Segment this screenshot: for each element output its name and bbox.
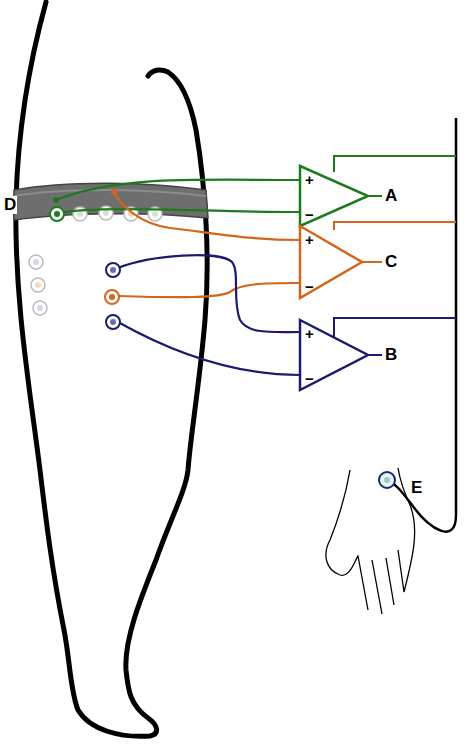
band-electrode-dot: [53, 197, 59, 203]
leg-outline: [16, 2, 207, 736]
minus-input: −: [300, 207, 368, 222]
amp-b-rail: [334, 318, 456, 337]
hand-outline: [326, 468, 415, 614]
band-label: D: [3, 196, 17, 214]
wrist-electrode-gel: [384, 477, 390, 483]
blue-electrode-gel: [110, 267, 116, 273]
orange-wire-minus: [118, 283, 300, 297]
minus-input: −: [300, 371, 368, 386]
band-highlight: [14, 190, 206, 196]
orange-electrode-gel: [109, 294, 115, 300]
thigh-band: [14, 183, 208, 220]
amp-c-output: [362, 261, 382, 263]
output-label: C: [384, 253, 398, 271]
green-wire-minus: [58, 209, 300, 213]
orange-wire-plus: [114, 192, 300, 240]
blue-electrode: [106, 315, 120, 329]
plus-input: +: [300, 172, 368, 187]
op-amp-triangle: +−: [300, 226, 362, 298]
op-amp-triangle: +−: [300, 320, 368, 390]
band-electrode-dot: [111, 189, 117, 195]
amp-c-rail: [334, 222, 456, 230]
blue-wire-minus: [118, 322, 300, 375]
orange-electrode: [105, 290, 119, 304]
amp-a-rail: [334, 156, 456, 172]
green-electrode: [50, 207, 64, 221]
wrist-electrode: [379, 472, 395, 488]
blue-electrode-gel: [110, 319, 116, 325]
plus-input: +: [300, 326, 368, 341]
output-label: A: [384, 187, 398, 205]
blue-electrode: [106, 263, 120, 277]
blue-wire-plus: [118, 255, 300, 332]
op-amp-triangle: +−: [300, 166, 368, 226]
green-wire-plus: [56, 180, 300, 200]
green-electrode-gel: [54, 211, 60, 217]
plus-input: +: [300, 232, 362, 247]
electrode-label: E: [410, 479, 423, 497]
output-label: B: [384, 346, 398, 364]
minus-input: −: [300, 279, 362, 294]
